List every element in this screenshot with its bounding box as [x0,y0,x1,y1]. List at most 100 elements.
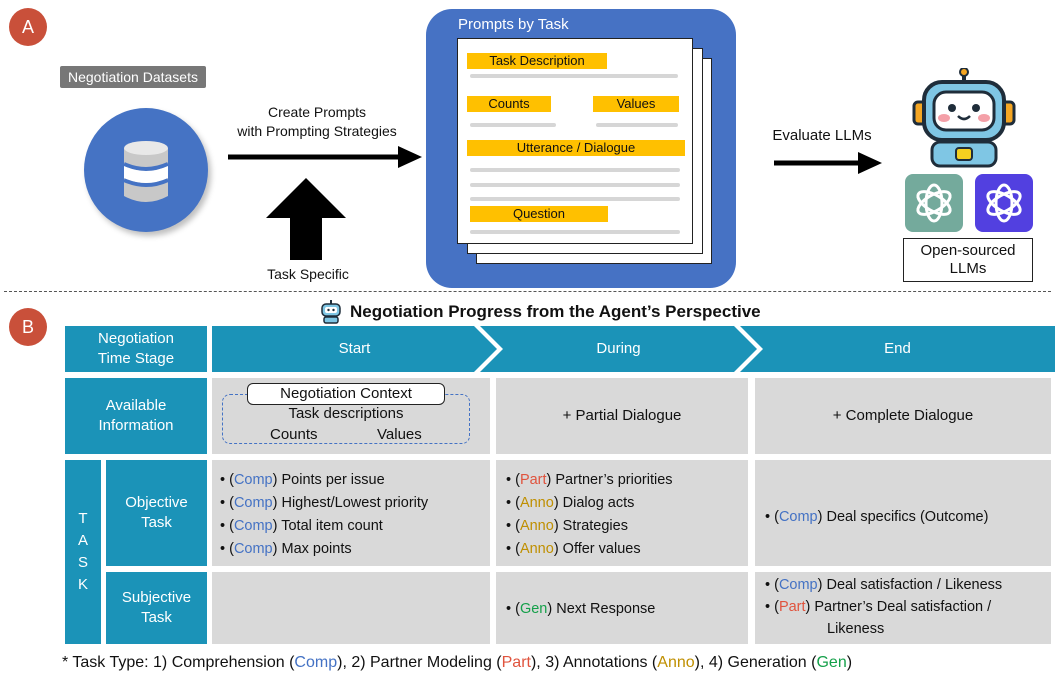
time-stage-line2: Time Stage [97,350,175,367]
stage-during: During [596,340,641,357]
list-item-text: Offer values [562,541,641,557]
open-sourced-llms-box: Open-sourced LLMs [903,238,1033,282]
footnote-part: Part [501,654,531,671]
task-type-tag: Comp [233,518,273,534]
tag-values: Values [593,96,679,112]
open-sourced-line1: Open-sourced [920,242,1016,259]
available-during-cell: + Partial Dialogue [496,378,748,454]
list-item-text: Highest/Lowest priority [281,495,429,511]
list-item: • (Comp) Total item count [220,518,383,534]
task-letter: K [77,576,88,593]
database-icon [123,141,169,202]
list-item: • (Part) Partner’s priorities [506,472,673,488]
prompt-line [470,123,556,127]
objective-start-cell: • (Comp) Points per issue • (Comp) Highe… [212,460,490,566]
context-counts: Counts [270,426,318,443]
task-type-tag: Part [778,599,806,615]
task-type-tag: Comp [778,577,818,593]
datasets-label: Negotiation Datasets [60,66,206,88]
list-item: • (Comp) Points per issue [220,472,385,488]
small-robot-icon [321,300,341,324]
stage-chevrons [212,326,1055,372]
list-item: • (Gen) Next Response [506,601,656,617]
list-item: • (Comp) Deal specifics (Outcome) [765,509,989,525]
list-item-text: Strategies [562,518,628,534]
list-item-continued: Likeness [827,621,885,637]
open-sourced-line2: LLMs [949,260,987,277]
list-item-text: Points per issue [281,472,385,488]
context-values: Values [377,426,422,443]
footnote-comp: Comp [294,654,338,671]
footnote-text: ) [846,654,853,671]
list-item-text: Partner’s priorities [555,472,673,488]
tag-counts: Counts [467,96,551,112]
objective-line2: Task [141,514,172,531]
task-type-tag: Comp [233,541,273,557]
subjective-start-cell [212,572,490,644]
section-divider [4,291,1051,292]
header-time-stage: Negotiation Time Stage [65,326,207,372]
task-type-tag: Comp [233,495,273,511]
stage-start: Start [338,340,371,357]
part-b-title: Negotiation Progress from the Agent’s Pe… [350,302,761,321]
available-end-cell: + Complete Dialogue [755,378,1051,454]
task-type-tag: Anno [519,495,554,511]
footnote-gen: Gen [816,654,847,671]
objective-line1: Objective [125,494,188,511]
objective-end-cell: • (Comp) Deal specifics (Outcome) [755,460,1051,566]
list-item-text: Max points [281,541,352,557]
stage-end: End [884,340,911,357]
list-item: • (Anno) Offer values [506,541,641,557]
context-task-descriptions: Task descriptions [288,405,404,422]
task-type-tag: Gen [519,601,548,617]
right-arrow-icon [228,146,422,168]
list-item-text: Total item count [281,518,383,534]
openai-logo-green [905,174,963,232]
header-available-info: Available Information [65,378,207,454]
list-item: • (Comp) Max points [220,541,352,557]
evaluate-label: Evaluate LLMs [772,127,872,144]
task-type-tag: Anno [519,518,554,534]
list-item-text: Deal specifics (Outcome) [826,509,989,525]
right-arrow-icon [774,152,882,174]
objective-during-cell: • (Part) Partner’s priorities • (Anno) D… [496,460,748,566]
available-line1: Available [105,397,167,414]
section-badge-a: A [9,8,47,46]
create-prompts-line1: Create Prompts [267,104,367,120]
create-prompts-label: Create Prompts with Prompting Strategies [222,103,412,141]
list-item-text: Deal satisfaction / Likeness [826,577,1003,593]
task-type-footnote: * Task Type: 1) Comprehension (Comp), 2)… [62,654,852,672]
list-item: • (Comp) Highest/Lowest priority [220,495,429,511]
subjective-line2: Task [141,609,172,626]
prompt-line [470,197,680,201]
footnote-text: ), 2) Partner Modeling ( [337,654,502,671]
database-circle [84,108,208,232]
available-line2: Information [98,417,174,434]
header-task: T A S K [65,460,101,644]
task-type-tag: Anno [519,541,554,557]
task-type-tag: Part [519,472,547,488]
footnote-anno: Anno [657,654,695,671]
context-title-box: Negotiation Context [247,383,445,405]
prompt-line [470,183,680,187]
subjective-during-cell: • (Gen) Next Response [496,572,748,644]
tag-question: Question [470,206,608,222]
list-item-text: Next Response [556,601,656,617]
list-item: • (Anno) Dialog acts [506,495,635,511]
section-badge-b: B [9,308,47,346]
prompt-line [470,74,678,78]
openai-logo-purple [975,174,1033,232]
list-item-text: Partner’s Deal satisfaction / [814,599,992,615]
prompt-line [470,230,680,234]
footnote-text: ), 3) Annotations ( [530,654,658,671]
up-arrow-icon [266,178,346,260]
create-prompts-line2: with Prompting Strategies [237,123,397,139]
footnote-text: * Task Type: 1) Comprehension ( [62,654,295,671]
footnote-text: ), 4) Generation ( [694,654,817,671]
list-item: • (Anno) Strategies [506,518,628,534]
task-specific-label: Task Specific [267,266,349,282]
task-type-tag: Comp [233,472,273,488]
header-subjective-task: Subjective Task [106,572,207,644]
time-stage-line1: Negotiation [98,330,174,347]
list-item: • (Comp) Deal satisfaction / Likeness [765,577,1003,593]
